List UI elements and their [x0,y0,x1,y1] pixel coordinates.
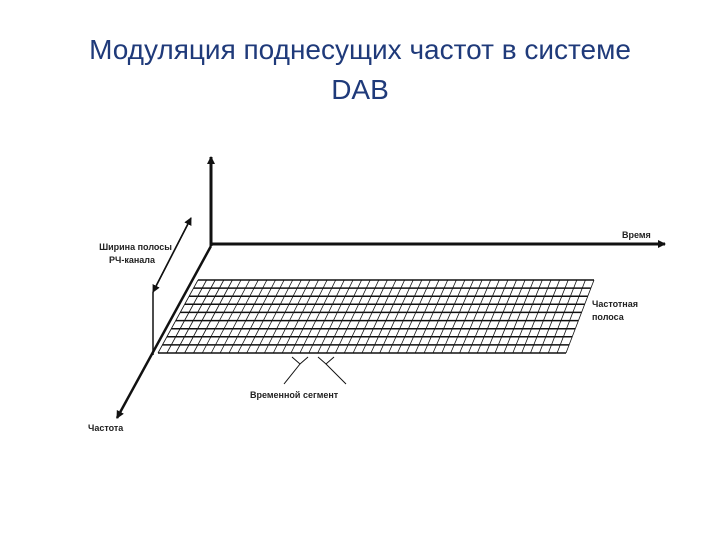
time-segment-line [441,279,474,354]
label-bandwidth-line2: РЧ-канала [109,255,156,265]
time-segment-line [210,279,251,354]
time-segment-line [175,279,216,354]
time-segment-line [459,279,492,354]
time-segment-line [219,279,259,354]
time-segment-line [308,279,345,354]
time-segment-line [157,279,199,354]
time-segment-line [397,279,431,354]
time-segment-line [468,279,500,354]
time-segment-line [388,279,423,354]
time-segment-line [450,279,483,354]
time-segment-line [228,279,268,354]
time-segment-line [432,279,466,354]
time-segment-line [494,279,526,354]
time-segment-line [370,279,405,354]
time-segment-line [414,279,449,354]
axes [115,156,666,419]
time-segment-line [521,279,552,354]
label-time: Время [622,230,651,240]
time-segment-line [343,279,380,354]
time-segment-line [361,279,397,354]
time-segment-line [166,279,207,354]
time-segment-line [379,279,414,354]
time-segment-line [547,279,578,354]
frequency-axis [115,245,213,419]
time-segment-line [317,279,354,354]
time-segment-line [485,279,517,354]
time-segment-line [335,279,371,354]
label-time-segment: Временной сегмент [250,390,339,400]
label-bandwidth-line1: Ширина полосы [99,242,172,252]
time-segment-line [476,279,509,354]
time-segment-line [423,279,457,354]
time-segment-line [281,279,319,354]
time-segment-line [352,279,388,354]
time-segment-line [272,279,311,354]
label-frequency-band-line2: полоса [592,312,625,322]
slide-title: Модуляция поднесущих частот в системе DA… [20,30,700,110]
time-segment-line [530,279,560,354]
time-segment-line [193,279,233,354]
time-segment-line [503,279,535,354]
time-segment-line [326,279,362,354]
time-segment-line [237,279,276,354]
time-segment-bracket [291,356,335,365]
time-segment-line [556,279,586,354]
time-segment-line [405,279,440,354]
label-frequency-band-line1: Частотная [592,299,638,309]
subcarrier-grid [157,279,595,354]
time-segment-line [201,279,242,354]
time-segment-line [565,279,595,354]
time-segment-line [512,279,543,354]
time-segment-line [184,279,225,354]
time-segment-leader-left [283,363,301,385]
bandwidth-bracket [152,217,192,355]
time-segment-line [539,279,569,354]
time-segment-line [290,279,328,354]
time-segment-leaders [283,356,347,385]
time-segment-leader-right [325,363,347,385]
label-frequency: Частота [88,423,124,433]
time-segment-line [255,279,294,354]
bandwidth-arrow-back [152,217,192,293]
title-line-1: Модуляция поднесущих частот в системе [89,34,631,65]
title-line-2: DAB [331,74,389,105]
time-segment-line [264,279,302,354]
time-segment-line [246,279,285,354]
time-segment-line [299,279,337,354]
